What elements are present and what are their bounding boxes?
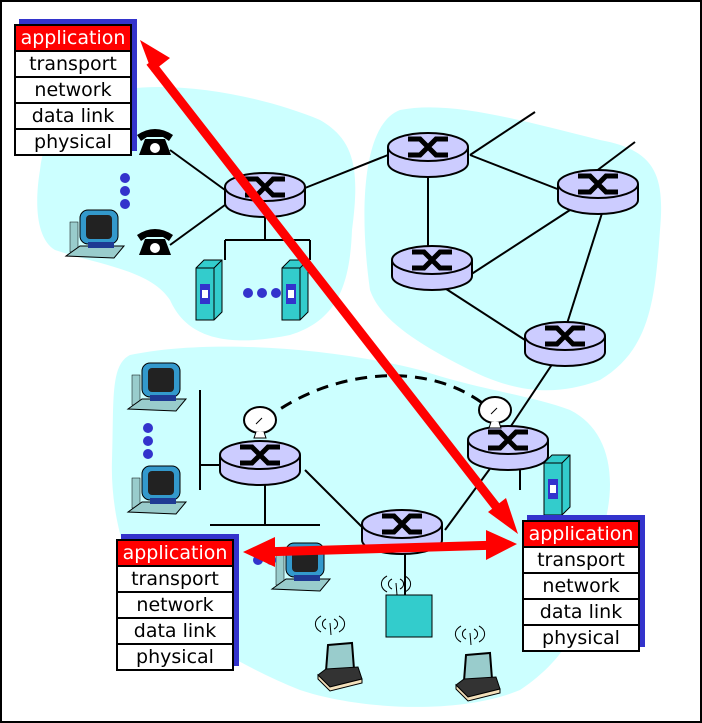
application-communication-arrows [140, 40, 518, 567]
arrowhead-icon [488, 498, 518, 534]
arrow-bottom-left-to-bottom-right [259, 540, 501, 557]
layer-application: application [16, 26, 130, 50]
router-icon [525, 322, 605, 366]
layer-data-link: data link [118, 617, 232, 643]
protocol-stack-bottom-left: application transport network data link … [116, 534, 239, 671]
layer-application: application [524, 522, 638, 546]
router-icon [388, 133, 468, 177]
server-icon [195, 259, 223, 321]
layer-transport: transport [524, 546, 638, 572]
router-icon [558, 170, 638, 214]
arrowhead-icon [486, 530, 517, 560]
router-icon [468, 426, 548, 470]
network-links [169, 111, 636, 600]
layer-network: network [118, 591, 232, 617]
router-icon [220, 441, 300, 485]
layer-physical: physical [524, 624, 638, 650]
server-icon [281, 259, 309, 321]
router-icon [392, 246, 472, 290]
layer-data-link: data link [524, 598, 638, 624]
layer-data-link: data link [16, 102, 130, 128]
arrow-top-left-to-bottom-right [146, 59, 509, 521]
wireless-access-point-icon [385, 594, 433, 638]
layer-transport: transport [118, 565, 232, 591]
layer-network: network [524, 572, 638, 598]
server-icon [543, 454, 571, 516]
arrowhead-icon [243, 537, 275, 567]
layer-physical: physical [118, 643, 232, 669]
arrowhead-icon [140, 40, 170, 72]
layer-application: application [118, 541, 232, 565]
protocol-stack-top-left: application transport network data link … [14, 19, 137, 156]
satellite-link [264, 374, 486, 422]
protocol-stack-bottom-right: application transport network data link … [522, 515, 645, 652]
layer-transport: transport [16, 50, 130, 76]
layer-physical: physical [16, 128, 130, 154]
layer-network: network [16, 76, 130, 102]
